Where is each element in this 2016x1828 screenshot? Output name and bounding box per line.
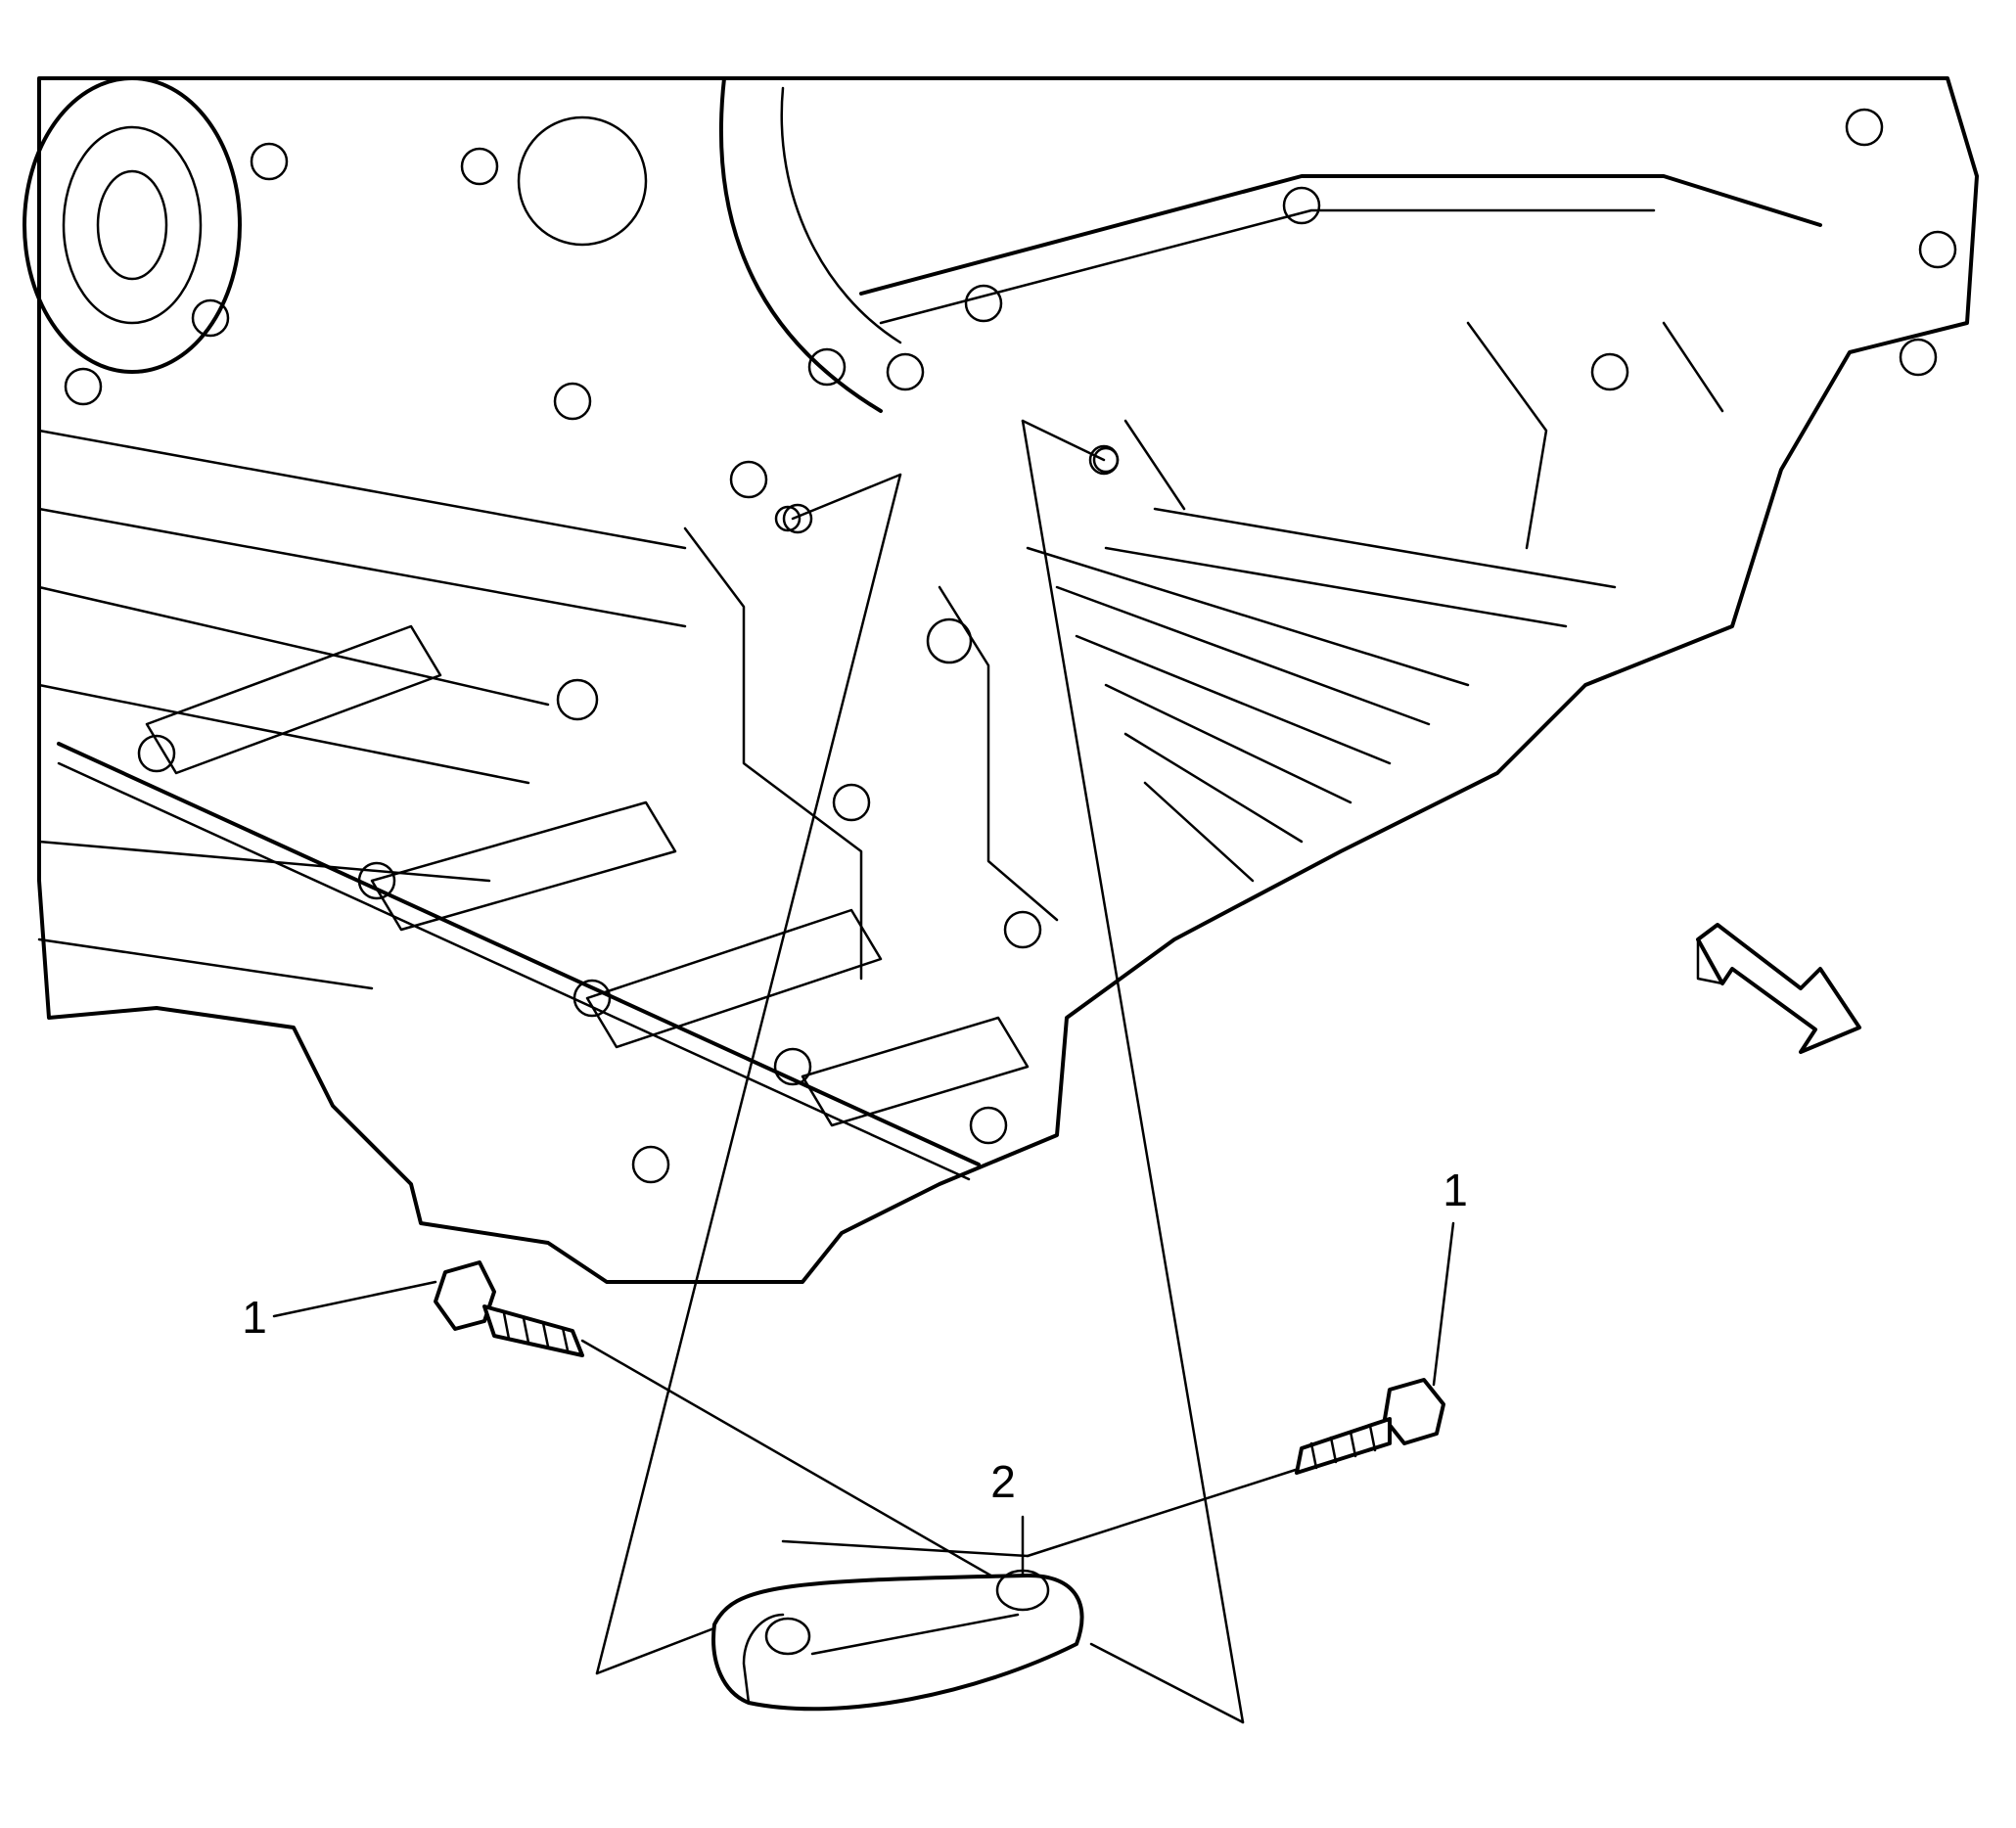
callout-bolt-left: 1 [242, 1292, 267, 1343]
bracket-hole-right [995, 1569, 1050, 1612]
engine-bolt-heads [64, 108, 1957, 1184]
projection-lines [272, 419, 1455, 1724]
bolt-left[interactable] [434, 1260, 584, 1357]
mounting-bracket[interactable] [711, 1569, 1084, 1712]
engine-block-oil-pan [23, 76, 1979, 1284]
callout-bracket: 2 [990, 1456, 1016, 1507]
bracket-hole-left [764, 1617, 811, 1656]
bolt-right[interactable] [1295, 1378, 1445, 1475]
callout-bolt-right: 1 [1443, 1165, 1468, 1215]
mount-hole-right [1088, 444, 1120, 476]
forward-arrow-icon [1696, 923, 1861, 1054]
mount-hole-left [782, 503, 813, 534]
